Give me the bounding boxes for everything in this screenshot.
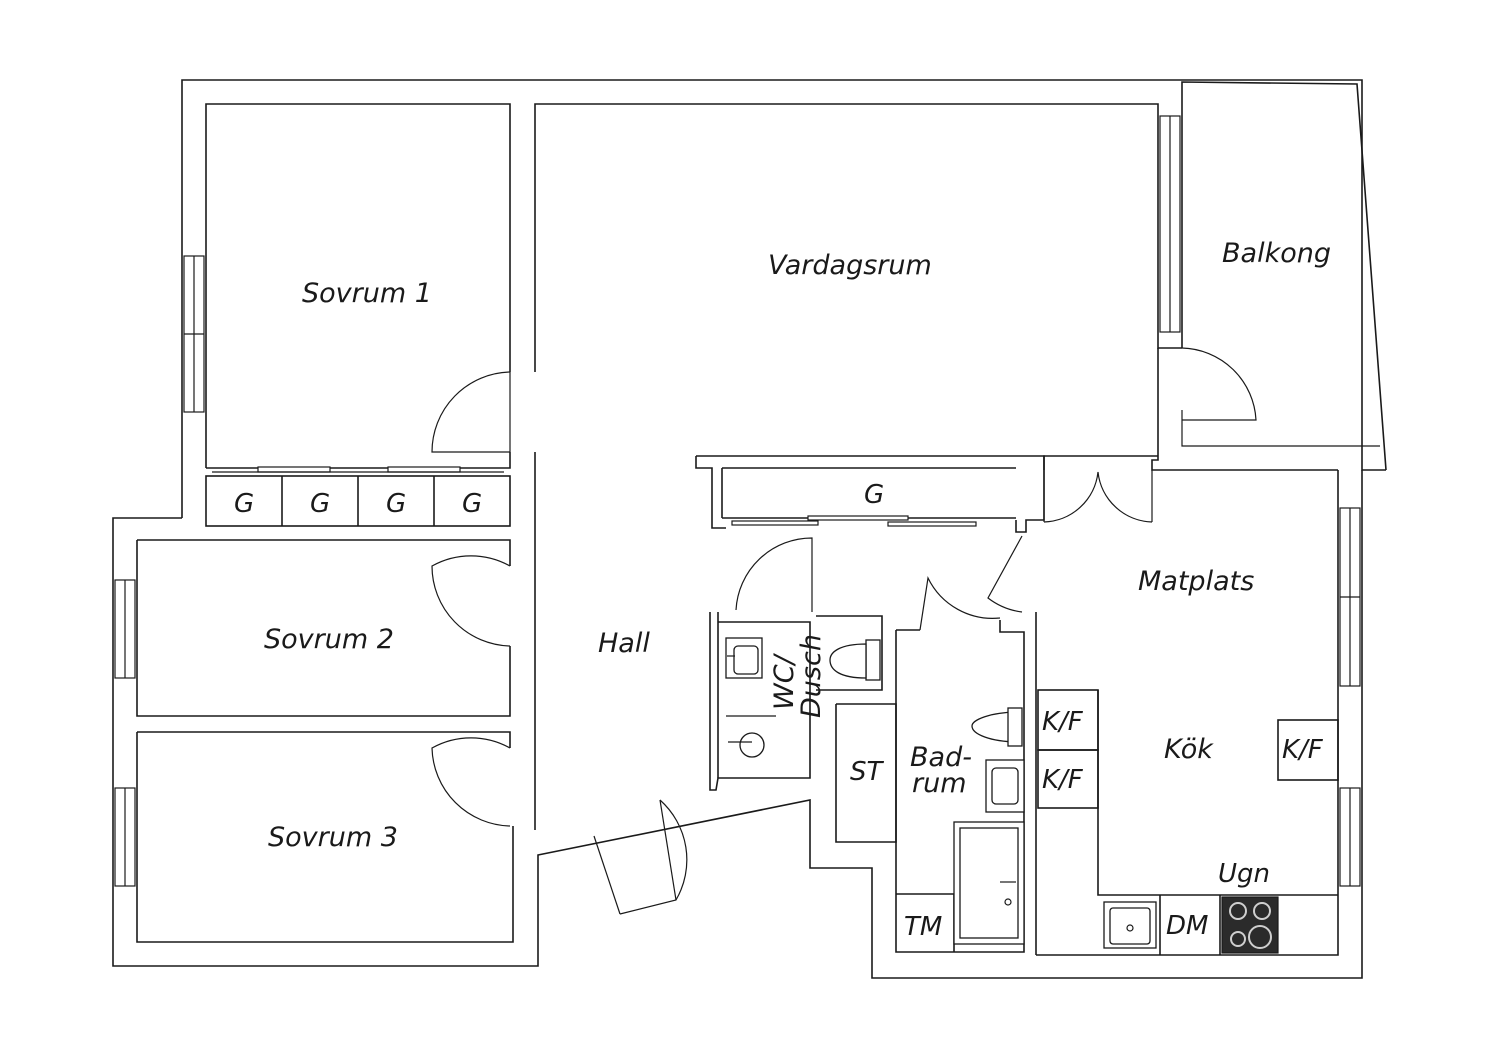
label-wardrobe-hall: G (864, 480, 884, 510)
label-dishwasher: DM (1166, 911, 1208, 941)
label-wardrobe-2: G (310, 489, 330, 519)
label-fridge-2: K/F (1042, 765, 1084, 795)
kitchen-units (1036, 470, 1339, 956)
label-balkong: Balkong (1222, 238, 1331, 269)
wardrobe-row (205, 466, 511, 527)
bath-fixtures (953, 707, 1025, 945)
label-badrum-1: Bad- (910, 742, 972, 773)
stove-icon (1221, 896, 1279, 954)
label-wardrobe-1: G (234, 489, 254, 519)
label-storage: ST (850, 757, 885, 787)
label-fridge-3: K/F (1282, 735, 1324, 765)
label-vardagsrum: Vardagsrum (768, 250, 932, 281)
label-sovrum-3: Sovrum 3 (268, 822, 398, 853)
label-wardrobe-4: G (462, 489, 482, 519)
fixture-labels: G G G G G ST TM K/F K/F K/F Ugn DM (234, 480, 1324, 942)
label-washing-machine: TM (904, 912, 942, 942)
label-oven: Ugn (1218, 859, 1270, 889)
label-sovrum-1: Sovrum 1 (302, 278, 432, 309)
label-fridge-1: K/F (1042, 707, 1084, 737)
windows (114, 115, 1361, 887)
label-wc-dusch-2: Dusch (796, 634, 827, 718)
wc-fixtures (725, 637, 881, 758)
label-wardrobe-3: G (386, 489, 406, 519)
room-labels: Sovrum 1 Vardagsrum Balkong Sovrum 2 Hal… (264, 238, 1331, 853)
kitchen-fixtures (1103, 896, 1279, 954)
label-kok: Kök (1164, 734, 1214, 765)
balcony (1151, 81, 1387, 471)
label-matplats: Matplats (1138, 566, 1254, 597)
label-sovrum-2: Sovrum 2 (264, 624, 394, 655)
doors (431, 347, 1257, 915)
outer-walls (112, 79, 1386, 979)
label-badrum-2: rum (912, 768, 967, 799)
label-hall: Hall (598, 628, 650, 659)
label-wc-dusch-1: WC/ (769, 652, 800, 710)
